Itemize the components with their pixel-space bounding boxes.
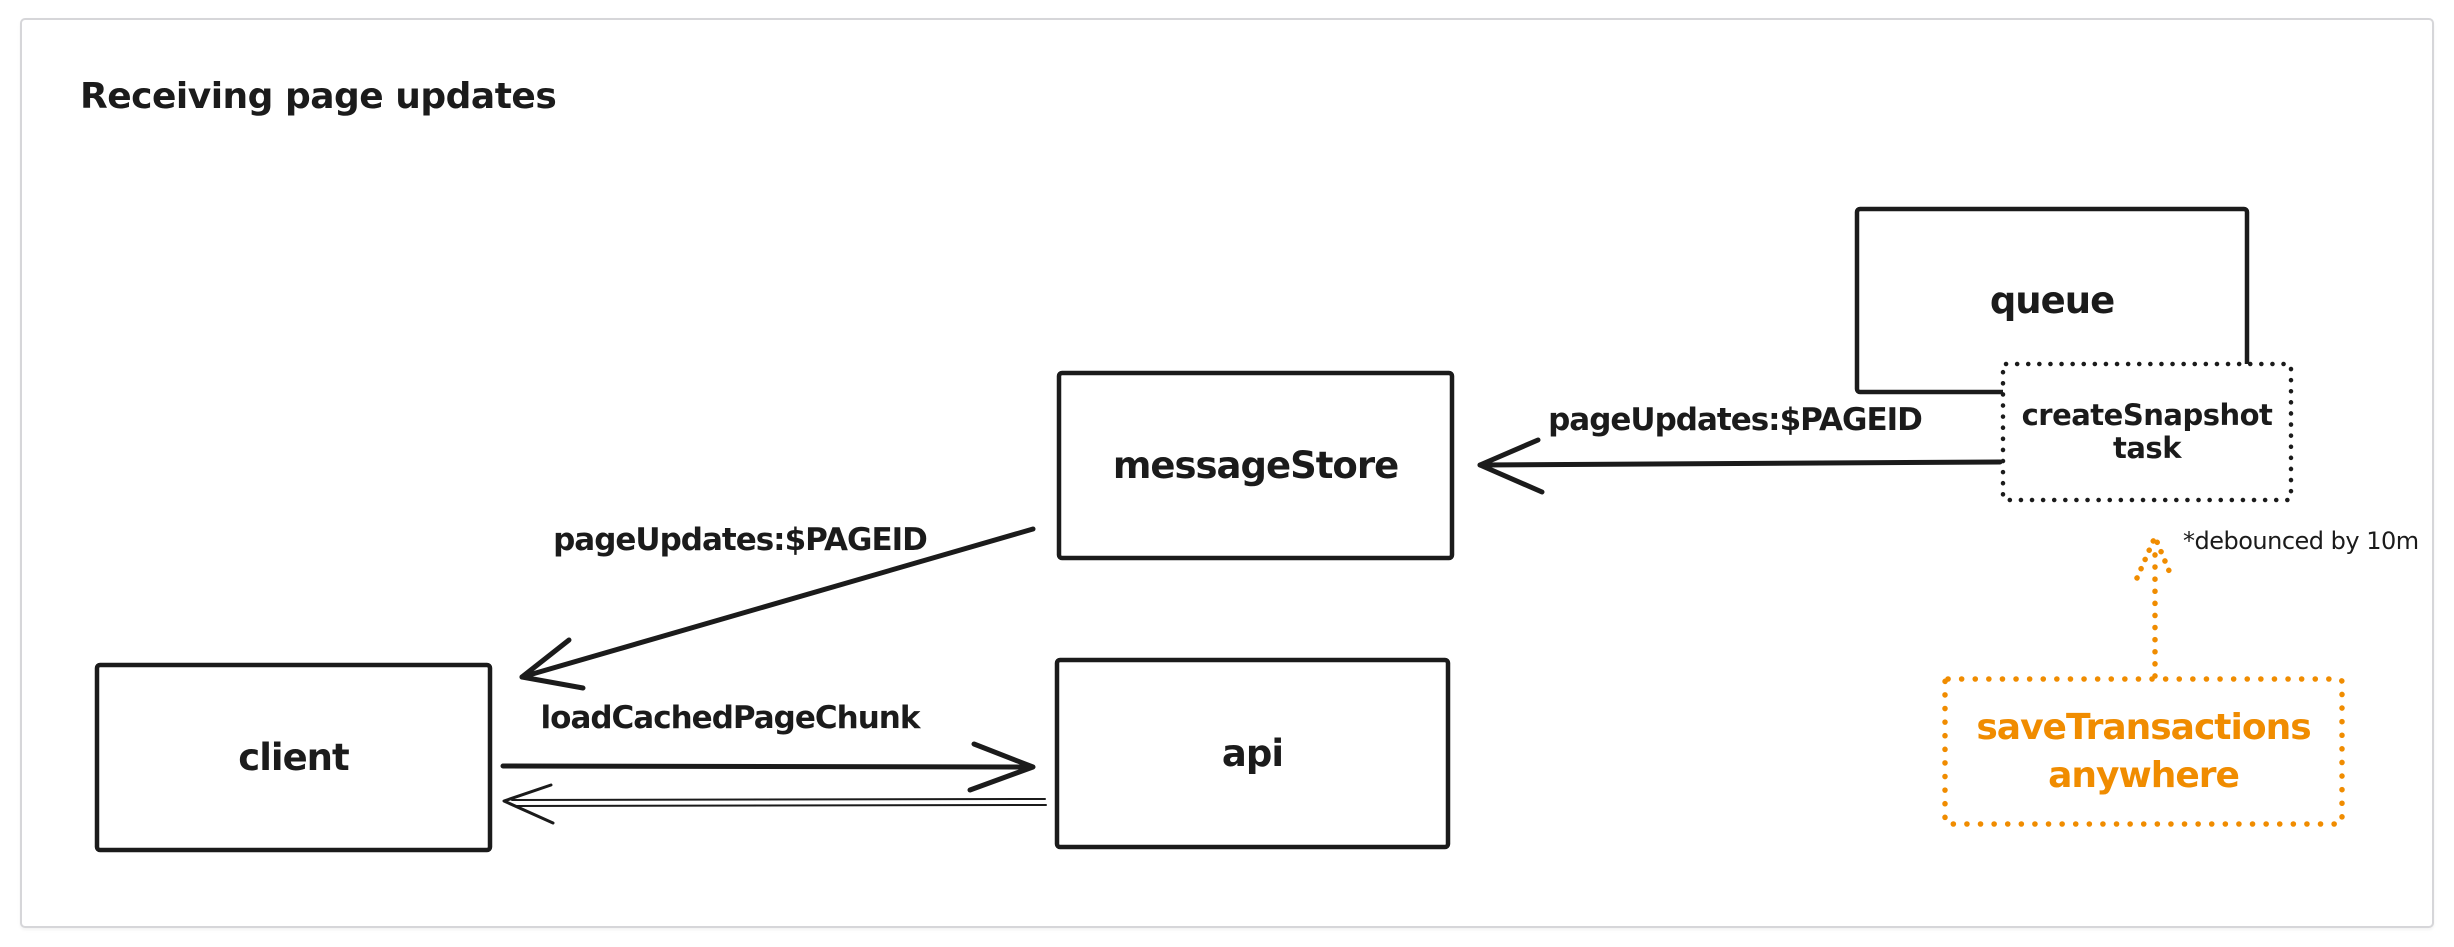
- save-transactions-label-line2: anywhere: [2048, 754, 2240, 796]
- page-title: Receiving page updates: [80, 76, 557, 117]
- create-snapshot-task-box: [2000, 361, 2294, 503]
- arrow-api-to-client: [502, 783, 1047, 825]
- save-transactions-box: [1942, 676, 2345, 827]
- save-transactions-label: saveTransactions anywhere: [1945, 679, 2342, 824]
- debounce-note: *debounced by 10m: [2183, 527, 2419, 555]
- arrow-client-to-api: [500, 741, 1036, 793]
- client-label: client: [238, 735, 349, 779]
- message-store-box: [1056, 370, 1455, 561]
- create-snapshot-task-label-line1: createSnapshot: [2021, 397, 2273, 432]
- edge-label-task-to-message-store: pageUpdates:$PAGEID: [1548, 402, 1923, 438]
- arrow-save-transactions-to-task: [2134, 534, 2175, 679]
- client-box: [94, 662, 493, 853]
- edge-label-message-store-to-client: pageUpdates:$PAGEID: [553, 522, 928, 558]
- api-box: [1054, 657, 1451, 850]
- edge-label-client-to-api: loadCachedPageChunk: [540, 700, 921, 736]
- api-label: api: [1221, 731, 1284, 775]
- message-store-label: messageStore: [1112, 443, 1399, 487]
- save-transactions-label-line1: saveTransactions: [1976, 706, 2311, 748]
- arrow-message-store-to-client: [519, 526, 1036, 691]
- queue-label: queue: [1989, 278, 2115, 322]
- create-snapshot-task-label-line2: task: [2113, 431, 2181, 465]
- arrow-task-to-message-store: [1477, 437, 2003, 495]
- create-snapshot-task-label: createSnapshot task: [2003, 364, 2291, 500]
